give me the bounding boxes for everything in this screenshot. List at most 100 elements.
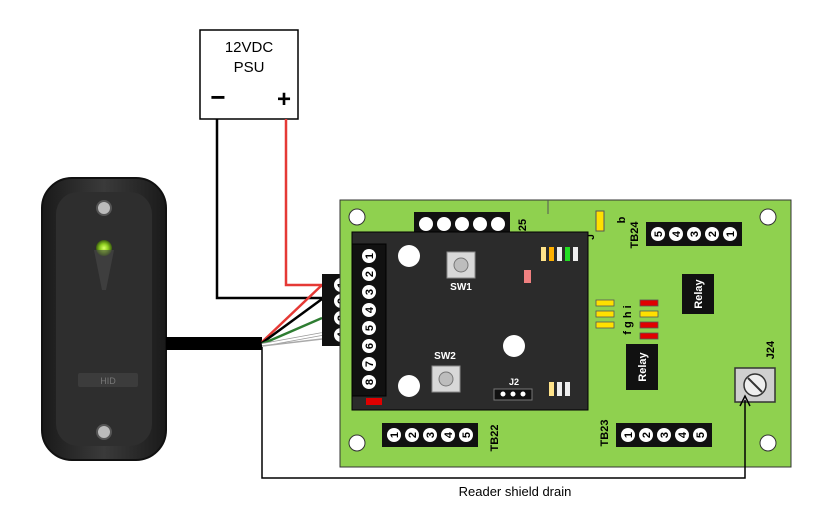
leds-fghi-label: f g h i — [622, 305, 634, 334]
tb22-pin-num-1: 1 — [389, 432, 401, 438]
reader-module: 1 2 3 4 5 6 7 8 SW1 SW2 J2 — [351, 231, 589, 411]
module-mount-hole-mid — [503, 335, 525, 357]
tb25-pin-3 — [455, 217, 469, 231]
board-mount-hole-bl — [348, 434, 366, 452]
psu-plus-terminal: + — [277, 86, 291, 113]
led-y2 — [595, 310, 615, 318]
module-led-4 — [565, 247, 570, 261]
tb25-pin-5 — [419, 217, 433, 231]
reader-led-beam — [94, 250, 114, 290]
psu-minus-terminal: − — [210, 82, 225, 112]
tb24-pin-num-3: 3 — [689, 231, 701, 237]
module-pin-num-3: 3 — [364, 289, 376, 295]
board-mount-hole-tl — [348, 208, 366, 226]
tb23-pin-num-5: 5 — [695, 432, 707, 438]
j2-pin-2 — [510, 391, 516, 397]
module-pin-6 — [362, 339, 376, 353]
reader-logo — [78, 373, 138, 387]
tb23-pin-4 — [675, 428, 689, 442]
board-mount-hole-br — [759, 434, 777, 452]
led-y1 — [595, 299, 615, 307]
module-terminal-pins: 1 2 3 4 5 6 7 8 — [362, 249, 376, 389]
psu-name-label: PSU — [234, 59, 265, 76]
tb23-pin-2 — [639, 428, 653, 442]
led-b-label: b — [616, 216, 628, 223]
led-b — [595, 210, 605, 232]
sw2-actuator — [438, 371, 454, 387]
module-red-led — [366, 398, 382, 405]
tb23-terminal: 1 2 3 4 5 TB23 — [599, 420, 712, 447]
tb22-pin-num-5: 5 — [461, 432, 473, 438]
reader-wires — [261, 284, 323, 347]
shield-drain-arrow — [739, 394, 751, 407]
module-pin-2 — [362, 267, 376, 281]
tb23-pin-num-2: 2 — [641, 432, 653, 438]
tb25-pin-2 — [473, 217, 487, 231]
j-partial-label: J — [586, 234, 597, 240]
module-led-1 — [541, 247, 546, 261]
reader-top-screw — [96, 200, 112, 216]
shield-drain-label: Reader shield drain — [459, 484, 572, 499]
tb24-pin-num-4: 4 — [671, 230, 683, 237]
j2-label: J2 — [509, 377, 519, 387]
module-led-5 — [573, 247, 578, 261]
module-led-8 — [565, 382, 570, 396]
module-terminal-8way — [351, 243, 387, 397]
led-y4 — [639, 310, 659, 318]
led-bank-fghi: f g h i — [595, 299, 659, 340]
tb23-label: TB23 — [599, 420, 611, 447]
tb25-pin-1 — [491, 217, 505, 231]
reader-logo-text: HID — [100, 376, 116, 386]
tb23-pin-num-3: 3 — [659, 432, 671, 438]
sw1-actuator — [453, 257, 469, 273]
shield-drain-wire — [261, 347, 746, 479]
module-led-7 — [557, 382, 562, 396]
module-pin-num-5: 5 — [364, 325, 376, 331]
tb22-pin-2 — [405, 428, 419, 442]
tb24-pin-num-1: 1 — [725, 231, 737, 237]
led-r1 — [639, 299, 659, 307]
module-body — [351, 231, 589, 411]
module-mount-hole-top — [398, 245, 420, 267]
reader-bottom-screw — [96, 424, 112, 440]
relay-top — [682, 274, 714, 314]
module-pin-num-8: 8 — [364, 379, 376, 385]
tb22-pin-5 — [459, 428, 473, 442]
reader-cable — [166, 337, 262, 350]
tb22-pin-3 — [423, 428, 437, 442]
module-pink-led — [524, 270, 531, 283]
j2-pin-3 — [520, 391, 526, 397]
wire-black — [261, 297, 323, 345]
module-pin-num-7: 7 — [364, 361, 376, 367]
module-pin-8 — [362, 375, 376, 389]
j24-screw-slot — [747, 377, 763, 393]
relay-bottom — [626, 344, 658, 390]
psu-positive-wire — [284, 119, 322, 287]
module-led-3 — [557, 247, 562, 261]
tb23-pin-num-1: 1 — [623, 432, 635, 438]
tb25-pin-4 — [437, 217, 451, 231]
j2-pin-1 — [500, 391, 506, 397]
sw2-label: SW2 — [434, 351, 456, 362]
board-mount-hole-tr — [759, 208, 777, 226]
reader-face — [56, 192, 152, 446]
tb24-pin-3 — [687, 227, 701, 241]
tb24-terminal: 5 4 3 2 1 TB24 — [629, 221, 742, 248]
tb23-pin-num-4: 4 — [677, 431, 689, 438]
tb22-pin-num-2: 2 — [407, 432, 419, 438]
tb23-pin-1 — [621, 428, 635, 442]
tb23-pin-3 — [657, 428, 671, 442]
module-pin-3 — [362, 285, 376, 299]
module-mount-hole-bottom — [398, 375, 420, 397]
tb24-pin-1 — [723, 227, 737, 241]
module-pin-num-4: 4 — [364, 306, 376, 313]
module-led-6 — [549, 382, 554, 396]
tb24-pin-num-2: 2 — [707, 231, 719, 237]
wire-red — [261, 284, 323, 343]
relay-top-label: Relay — [693, 278, 705, 308]
sw1-label: SW1 — [450, 282, 472, 293]
psu-box — [199, 29, 299, 120]
tb24-pin-2 — [705, 227, 719, 241]
module-pin-7 — [362, 357, 376, 371]
